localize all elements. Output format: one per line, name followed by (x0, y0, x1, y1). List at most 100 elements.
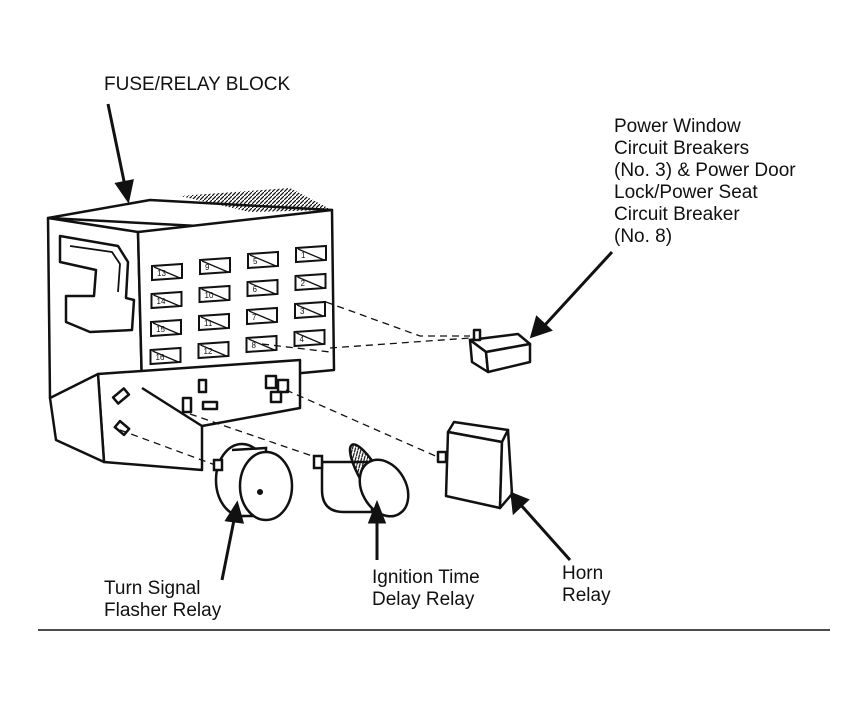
flasher-dot (256, 488, 264, 496)
arrow-breaker-head (529, 315, 553, 339)
lower-slot-1 (111, 387, 131, 405)
fuse-relay-block (46, 188, 336, 472)
breaker-pin (472, 328, 482, 342)
horn-label-line-2: Relay (562, 585, 611, 606)
dash-breaker-1 (325, 301, 470, 337)
block-edge (141, 386, 203, 428)
fuse-cell: 4 (293, 328, 326, 348)
fuse-diagonal (201, 288, 228, 301)
bracket-detail (69, 245, 121, 293)
fuse-number: 3 (300, 307, 305, 316)
breaker-label-line-4: Lock/Power Seat (614, 182, 758, 203)
fuse-block-label: FUSE/RELAY BLOCK (104, 74, 290, 96)
fuse-number: 15 (156, 325, 165, 334)
fuse-cell: 2 (294, 272, 327, 292)
turn-signal-relay (212, 442, 294, 522)
fuse-diagonal (248, 338, 275, 351)
block-front-face (136, 208, 336, 390)
fuse-number: 13 (157, 269, 166, 278)
ignition-label-line-2: Delay Relay (372, 589, 475, 610)
fuse-cell: 10 (198, 284, 231, 304)
fuse-number: 10 (205, 291, 214, 300)
ignition-pin (312, 454, 324, 470)
arrow-fuse-block-head (114, 179, 134, 204)
fuse-diagonal (152, 322, 180, 335)
horn-label: Horn Relay (562, 563, 611, 607)
fuse-cell: 8 (245, 334, 278, 354)
lower-slot-7 (276, 378, 290, 394)
fuse-number: 5 (253, 257, 258, 266)
fuse-diagonal (200, 316, 228, 329)
fuse-number: 4 (300, 335, 305, 344)
fuse-cell: 16 (149, 346, 182, 366)
fuse-diagonal (201, 260, 229, 273)
fuse-number: 1 (301, 251, 306, 260)
fuse-diagonal (153, 266, 181, 279)
fuse-number: 16 (156, 353, 165, 362)
leader-arrows (106, 103, 614, 581)
fuse-diagonal (249, 282, 276, 295)
arrow-horn-line (518, 503, 572, 561)
fuse-number: 14 (157, 297, 166, 306)
breaker-label-line-3: (No. 3) & Power Door (614, 160, 796, 181)
lower-slot-4 (201, 400, 219, 411)
ignition-label: Ignition Time Delay Relay (372, 567, 480, 611)
arrow-turn-signal-line (220, 519, 236, 581)
fuse-diagonal (248, 310, 276, 323)
dash-ignition (189, 413, 319, 459)
fuse-diagonal (297, 276, 324, 289)
installation-lines (119, 301, 471, 467)
turn-signal-label-line-1: Turn Signal (104, 578, 201, 599)
fuse-number: 9 (205, 263, 210, 272)
lower-slot-8 (269, 390, 283, 404)
breaker-label-line-1: Power Window (614, 116, 741, 137)
fuse-diagonal (153, 294, 180, 307)
fuse-cell: 3 (294, 300, 326, 320)
breaker-label: Power Window Circuit Breakers (No. 3) & … (614, 116, 796, 248)
fuse-diagonal (152, 350, 179, 363)
ignition-end-cap (358, 458, 410, 518)
fuse-cell: 11 (198, 312, 230, 332)
flasher-pin (212, 458, 224, 472)
lower-slot-5 (197, 378, 208, 394)
fuse-diagonal (296, 304, 324, 317)
arrow-horn-head (510, 491, 530, 516)
turn-signal-label-line-2: Flasher Relay (104, 600, 222, 621)
fuse-cell: 5 (247, 250, 279, 270)
fuse-number: 2 (301, 279, 306, 288)
horn-side (498, 428, 514, 510)
turn-signal-label: Turn Signal Flasher Relay (104, 578, 221, 622)
fuse-cell: 13 (151, 262, 183, 282)
arrow-ignition-head (367, 499, 387, 524)
mounting-bracket (58, 234, 136, 334)
fuse-diagonal (200, 344, 227, 357)
breaker-label-line-6: (No. 8) (614, 226, 673, 247)
horn-relay (436, 420, 514, 510)
fuse-grid: 13 9 5 1 14 10 6 2 15 11 7 3 16 12 8 4 (149, 244, 327, 366)
fuse-diagonal (296, 332, 323, 345)
circuit-breaker (468, 328, 532, 374)
breaker-label-line-2: Circuit Breakers (614, 138, 750, 159)
fuse-number: 8 (252, 341, 257, 350)
fuse-cell: 15 (150, 318, 182, 338)
breaker-front (484, 342, 532, 374)
fuse-diagonal (297, 248, 325, 261)
flasher-face (238, 450, 294, 522)
ignition-label-line-1: Ignition Time (372, 567, 480, 588)
dash-turn-signal (119, 429, 219, 467)
fuse-number: 12 (204, 347, 213, 356)
lower-slot-3 (181, 396, 193, 414)
fuse-cell: 1 (295, 244, 327, 264)
block-lower-side (48, 372, 106, 464)
horn-label-line-1: Horn (562, 563, 604, 584)
dash-horn (285, 389, 441, 459)
fuse-number: 7 (252, 313, 257, 322)
fuse-number: 6 (253, 285, 258, 294)
fuse-block-text: FUSE/RELAY BLOCK (104, 74, 291, 95)
block-top-shading (180, 188, 332, 212)
arrow-turn-signal-head (224, 500, 245, 524)
fuse-number: 11 (204, 319, 213, 328)
ignition-relay (312, 443, 410, 518)
breaker-label-line-5: Circuit Breaker (614, 204, 740, 225)
